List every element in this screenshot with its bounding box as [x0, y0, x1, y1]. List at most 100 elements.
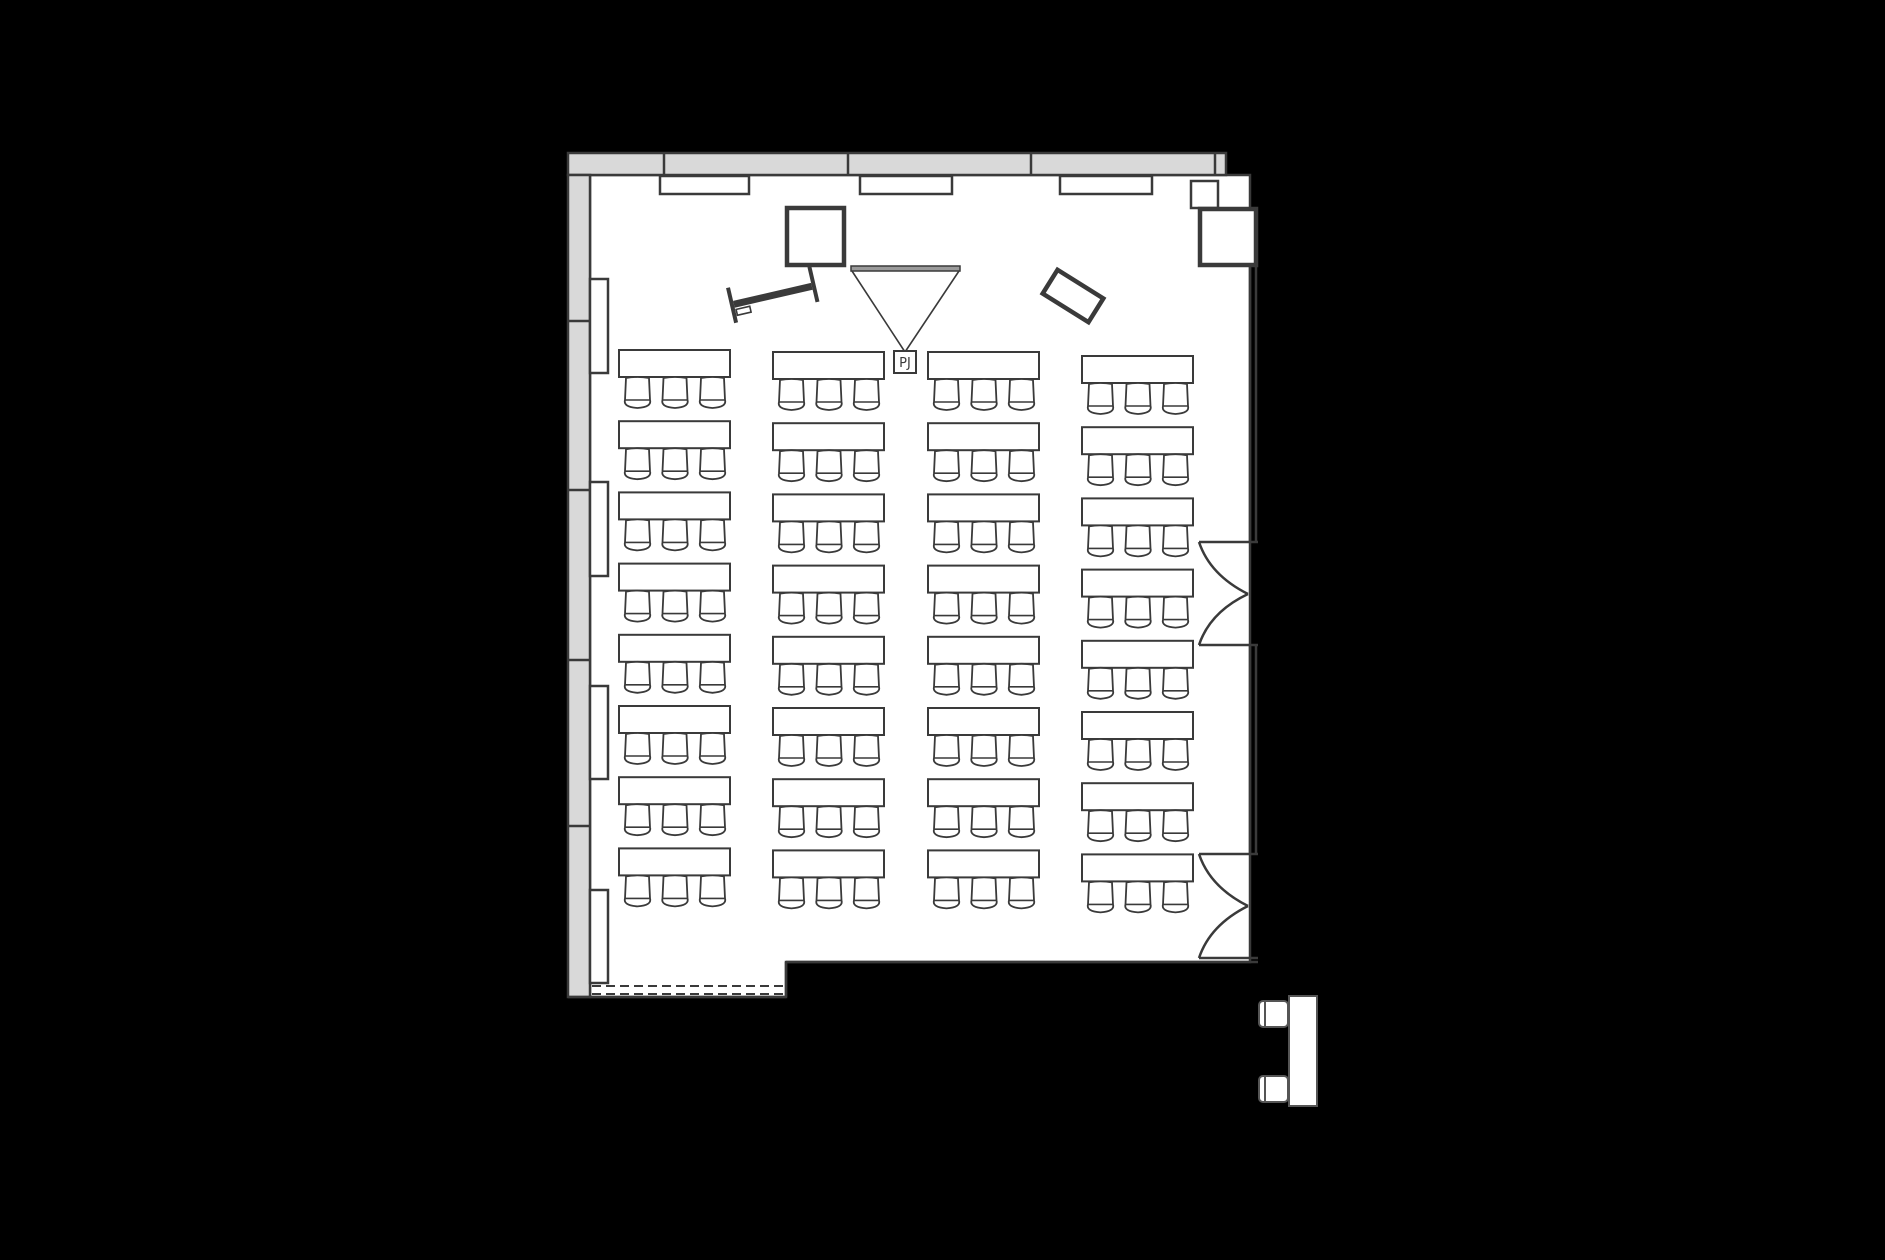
chair[interactable]	[1161, 524, 1190, 558]
chair[interactable]	[852, 520, 881, 554]
desk[interactable]	[927, 707, 1040, 736]
desk[interactable]	[618, 491, 731, 521]
chair[interactable]	[852, 591, 881, 625]
chair[interactable]	[932, 734, 961, 767]
desk[interactable]	[618, 562, 731, 592]
chair[interactable]	[777, 734, 806, 767]
chair[interactable]	[661, 732, 689, 765]
chair[interactable]	[1086, 809, 1115, 843]
chair[interactable]	[970, 734, 998, 767]
chair[interactable]	[1161, 738, 1190, 771]
chair[interactable]	[815, 449, 843, 483]
chair[interactable]	[815, 876, 843, 910]
chair[interactable]	[1007, 876, 1036, 910]
chair[interactable]	[1086, 382, 1115, 415]
chair[interactable]	[970, 449, 998, 483]
desk[interactable]	[1081, 782, 1194, 812]
chair[interactable]	[1124, 738, 1152, 771]
chair[interactable]	[777, 591, 806, 625]
chair[interactable]	[698, 874, 727, 908]
chair[interactable]	[1161, 809, 1190, 843]
chair[interactable]	[932, 591, 961, 625]
chair[interactable]	[698, 447, 727, 481]
desk[interactable]	[1081, 711, 1194, 740]
chair[interactable]	[1124, 595, 1152, 629]
chair[interactable]	[970, 378, 998, 411]
chair[interactable]	[1086, 738, 1115, 771]
chair[interactable]	[623, 376, 652, 409]
chair[interactable]	[698, 803, 727, 837]
chair[interactable]	[970, 662, 998, 696]
desk[interactable]	[1081, 639, 1194, 669]
desk[interactable]	[772, 778, 885, 808]
chair[interactable]	[1161, 595, 1190, 629]
chair[interactable]	[815, 734, 843, 767]
outside-chair[interactable]	[1258, 1000, 1289, 1028]
chair[interactable]	[1007, 805, 1036, 839]
chair[interactable]	[1124, 524, 1152, 558]
desk[interactable]	[772, 849, 885, 879]
desk[interactable]	[772, 564, 885, 594]
chair[interactable]	[1161, 666, 1190, 700]
desk[interactable]	[618, 633, 731, 663]
chair[interactable]	[1007, 378, 1036, 411]
desk[interactable]	[927, 849, 1040, 879]
chair[interactable]	[661, 660, 689, 694]
chair[interactable]	[1007, 520, 1036, 554]
desk[interactable]	[618, 420, 731, 450]
chair[interactable]	[698, 518, 727, 552]
desk[interactable]	[618, 349, 731, 378]
chair[interactable]	[777, 378, 806, 411]
chair[interactable]	[970, 520, 998, 554]
chair[interactable]	[1086, 880, 1115, 914]
door-upper[interactable]	[1197, 540, 1258, 647]
desk[interactable]	[618, 847, 731, 877]
chair[interactable]	[623, 874, 652, 908]
desk[interactable]	[772, 422, 885, 452]
chair[interactable]	[815, 591, 843, 625]
chair[interactable]	[661, 803, 689, 837]
chair[interactable]	[1124, 666, 1152, 700]
chair[interactable]	[698, 732, 727, 765]
chair[interactable]	[698, 589, 727, 623]
desk[interactable]	[618, 705, 731, 734]
chair[interactable]	[970, 591, 998, 625]
chair[interactable]	[623, 589, 652, 623]
desk[interactable]	[927, 635, 1040, 665]
chair[interactable]	[661, 589, 689, 623]
chair[interactable]	[932, 449, 961, 483]
chair[interactable]	[852, 378, 881, 411]
chair[interactable]	[777, 662, 806, 696]
chair[interactable]	[1007, 734, 1036, 767]
desk[interactable]	[772, 707, 885, 736]
chair[interactable]	[661, 518, 689, 552]
chair[interactable]	[1161, 880, 1190, 914]
chair[interactable]	[1086, 595, 1115, 629]
desk[interactable]	[927, 778, 1040, 808]
chair[interactable]	[623, 660, 652, 694]
chair[interactable]	[698, 660, 727, 694]
chair[interactable]	[815, 662, 843, 696]
chair[interactable]	[852, 805, 881, 839]
chair[interactable]	[623, 803, 652, 837]
chair[interactable]	[815, 378, 843, 411]
outside-chair[interactable]	[1258, 1075, 1289, 1103]
desk[interactable]	[1081, 426, 1194, 456]
chair[interactable]	[1124, 453, 1152, 487]
chair[interactable]	[932, 805, 961, 839]
chair[interactable]	[852, 662, 881, 696]
desk[interactable]	[772, 351, 885, 380]
chair[interactable]	[777, 876, 806, 910]
chair[interactable]	[932, 876, 961, 910]
chair[interactable]	[661, 447, 689, 481]
chair[interactable]	[623, 447, 652, 481]
desk[interactable]	[618, 776, 731, 806]
chair[interactable]	[970, 876, 998, 910]
desk[interactable]	[1081, 497, 1194, 527]
chair[interactable]	[623, 518, 652, 552]
desk[interactable]	[927, 493, 1040, 523]
chair[interactable]	[1124, 809, 1152, 843]
chair[interactable]	[1086, 666, 1115, 700]
chair[interactable]	[1086, 453, 1115, 487]
desk[interactable]	[1081, 568, 1194, 598]
